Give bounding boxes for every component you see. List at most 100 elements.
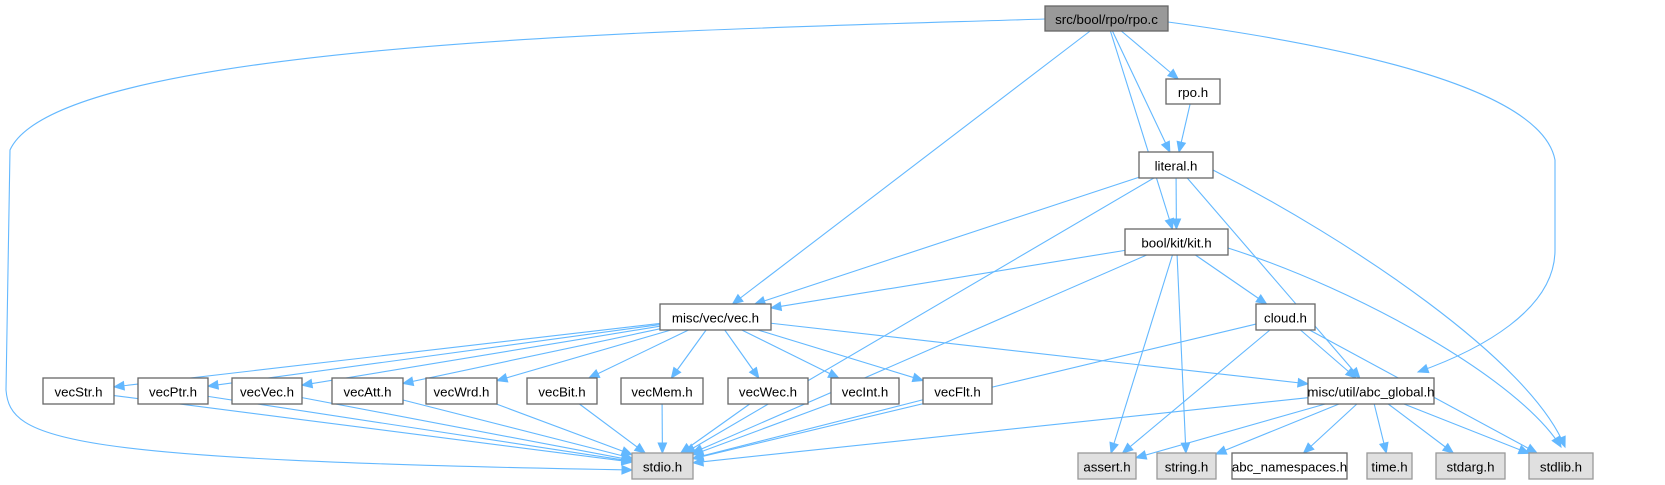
node-string-h[interactable]: string.h xyxy=(1156,452,1217,480)
node-vecVec-h[interactable]: vecVec.h xyxy=(231,377,303,405)
edge-line xyxy=(1215,403,1340,455)
node-box xyxy=(42,377,115,405)
node-vecWec-h[interactable]: vecWec.h xyxy=(727,377,809,405)
edge-abc_global_h-to-string_h xyxy=(1214,403,1340,455)
edge-arrowhead xyxy=(1166,68,1180,80)
node-box xyxy=(526,377,598,405)
edge-abc_global_h-to-stdlib_h xyxy=(1403,403,1531,455)
edge-literal_h-to-abc_global_h xyxy=(1186,177,1361,379)
edge-line xyxy=(1195,254,1267,305)
edge-rpo_c-to-rpo_h xyxy=(1120,30,1180,80)
edge-arrowhead xyxy=(1551,435,1562,449)
edge-line xyxy=(770,322,1309,385)
edge-line xyxy=(1120,30,1179,80)
node-label: cloud.h xyxy=(1264,311,1307,326)
node-box xyxy=(659,303,772,331)
edge-rpo_c-to-literal_h xyxy=(1111,30,1171,154)
edge-line xyxy=(1122,329,1271,454)
edge-arrowhead xyxy=(748,366,760,380)
node-stdio-h[interactable]: stdio.h xyxy=(631,452,694,480)
edge-line xyxy=(1135,403,1326,459)
node-box xyxy=(1366,452,1413,480)
edge-arrowhead xyxy=(633,442,647,454)
edge-line xyxy=(301,397,633,461)
node-box xyxy=(1231,452,1348,480)
edge-line xyxy=(692,403,832,456)
node-label: stdio.h xyxy=(643,460,682,475)
node-box xyxy=(631,452,694,480)
edge-kit_h-to-vec_h xyxy=(769,249,1126,312)
edge-line xyxy=(301,325,661,386)
node-vecStr-h[interactable]: vecStr.h xyxy=(42,377,115,405)
node-stdlib-h[interactable]: stdlib.h xyxy=(1528,452,1594,480)
node-label: vecStr.h xyxy=(54,385,102,400)
node-box xyxy=(1165,78,1221,105)
node-vecBit-h[interactable]: vecBit.h xyxy=(526,377,598,405)
node-abc-global-h[interactable]: misc/util/abc_global.h xyxy=(1307,377,1435,405)
node-box xyxy=(1156,452,1217,480)
edge-vecAtt_h-to-stdio_h xyxy=(402,399,634,461)
node-stdarg-h[interactable]: stdarg.h xyxy=(1435,452,1506,480)
node-label: bool/kit/kit.h xyxy=(1141,236,1211,251)
edges-layer xyxy=(5,18,1566,475)
node-time-h[interactable]: time.h xyxy=(1366,452,1413,480)
edge-arrowhead xyxy=(1297,377,1310,388)
node-label: time.h xyxy=(1371,460,1407,475)
edge-vec_h-to-vecWec_h xyxy=(724,329,760,380)
node-rpo-c[interactable]: src/bool/rpo/rpo.c xyxy=(1044,5,1169,32)
node-label: stdlib.h xyxy=(1540,460,1582,475)
edge-line xyxy=(757,329,924,381)
node-vecFlt-h[interactable]: vecFlt.h xyxy=(922,377,993,405)
edge-arrowhead xyxy=(1255,293,1268,305)
node-box xyxy=(1435,452,1506,480)
edge-arrowhead xyxy=(495,372,509,383)
node-box xyxy=(1138,151,1214,179)
node-label: vecPtr.h xyxy=(149,385,197,400)
node-label: abc_namespaces.h xyxy=(1232,460,1347,475)
node-box xyxy=(1124,228,1229,256)
edge-line xyxy=(1227,247,1562,448)
edge-abc_global_h-to-time_h xyxy=(1373,403,1389,455)
edge-line xyxy=(1212,169,1566,448)
node-abc-namespaces-h[interactable]: abc_namespaces.h xyxy=(1231,452,1348,480)
edge-arrowhead xyxy=(911,372,925,383)
edge-line xyxy=(496,329,672,382)
node-label: vecMem.h xyxy=(631,385,692,400)
edge-line xyxy=(692,254,1147,454)
edge-arrowhead xyxy=(1344,367,1357,379)
node-rpo-h[interactable]: rpo.h xyxy=(1165,78,1221,105)
edge-line xyxy=(1403,403,1530,454)
node-label: stdarg.h xyxy=(1446,460,1494,475)
node-vecAtt-h[interactable]: vecAtt.h xyxy=(331,377,404,405)
node-cloud-h[interactable]: cloud.h xyxy=(1255,303,1316,331)
node-kit-h[interactable]: bool/kit/kit.h xyxy=(1124,228,1229,256)
node-vecPtr-h[interactable]: vecPtr.h xyxy=(137,377,209,405)
edge-vec_h-to-vecFlt_h xyxy=(757,329,925,383)
edge-arrowhead xyxy=(206,379,220,390)
node-assert-h[interactable]: assert.h xyxy=(1077,452,1137,480)
edge-kit_h-to-stdio_h xyxy=(691,254,1147,454)
edge-arrowhead xyxy=(769,301,783,312)
edge-abc_global_h-to-stdio_h xyxy=(691,397,1309,467)
edge-line xyxy=(1111,30,1171,153)
edge-cloud_h-to-assert_h xyxy=(1121,329,1271,454)
node-vecInt-h[interactable]: vecInt.h xyxy=(830,377,900,405)
edge-vec_h-to-vecWrd_h xyxy=(495,329,672,383)
edge-line xyxy=(588,329,689,379)
edge-line xyxy=(1110,254,1173,454)
node-vec-h[interactable]: misc/vec/vec.h xyxy=(659,303,772,331)
edge-kit_h-to-assert_h xyxy=(1109,254,1173,455)
edge-arrowhead xyxy=(1378,441,1389,455)
edge-arrowhead xyxy=(657,442,668,455)
edge-arrowhead xyxy=(1441,442,1455,454)
node-label: vecWec.h xyxy=(739,385,797,400)
node-literal-h[interactable]: literal.h xyxy=(1138,151,1214,179)
edge-line xyxy=(732,30,1091,305)
node-vecWrd-h[interactable]: vecWrd.h xyxy=(425,377,498,405)
node-vecMem-h[interactable]: vecMem.h xyxy=(620,377,704,405)
edge-rpo_c-to-stdio_h xyxy=(5,18,1046,475)
edge-arrowhead xyxy=(1180,442,1191,455)
edge-abc_global_h-to-assert_h xyxy=(1134,403,1326,460)
edge-line xyxy=(496,403,633,456)
node-box xyxy=(1255,303,1316,331)
